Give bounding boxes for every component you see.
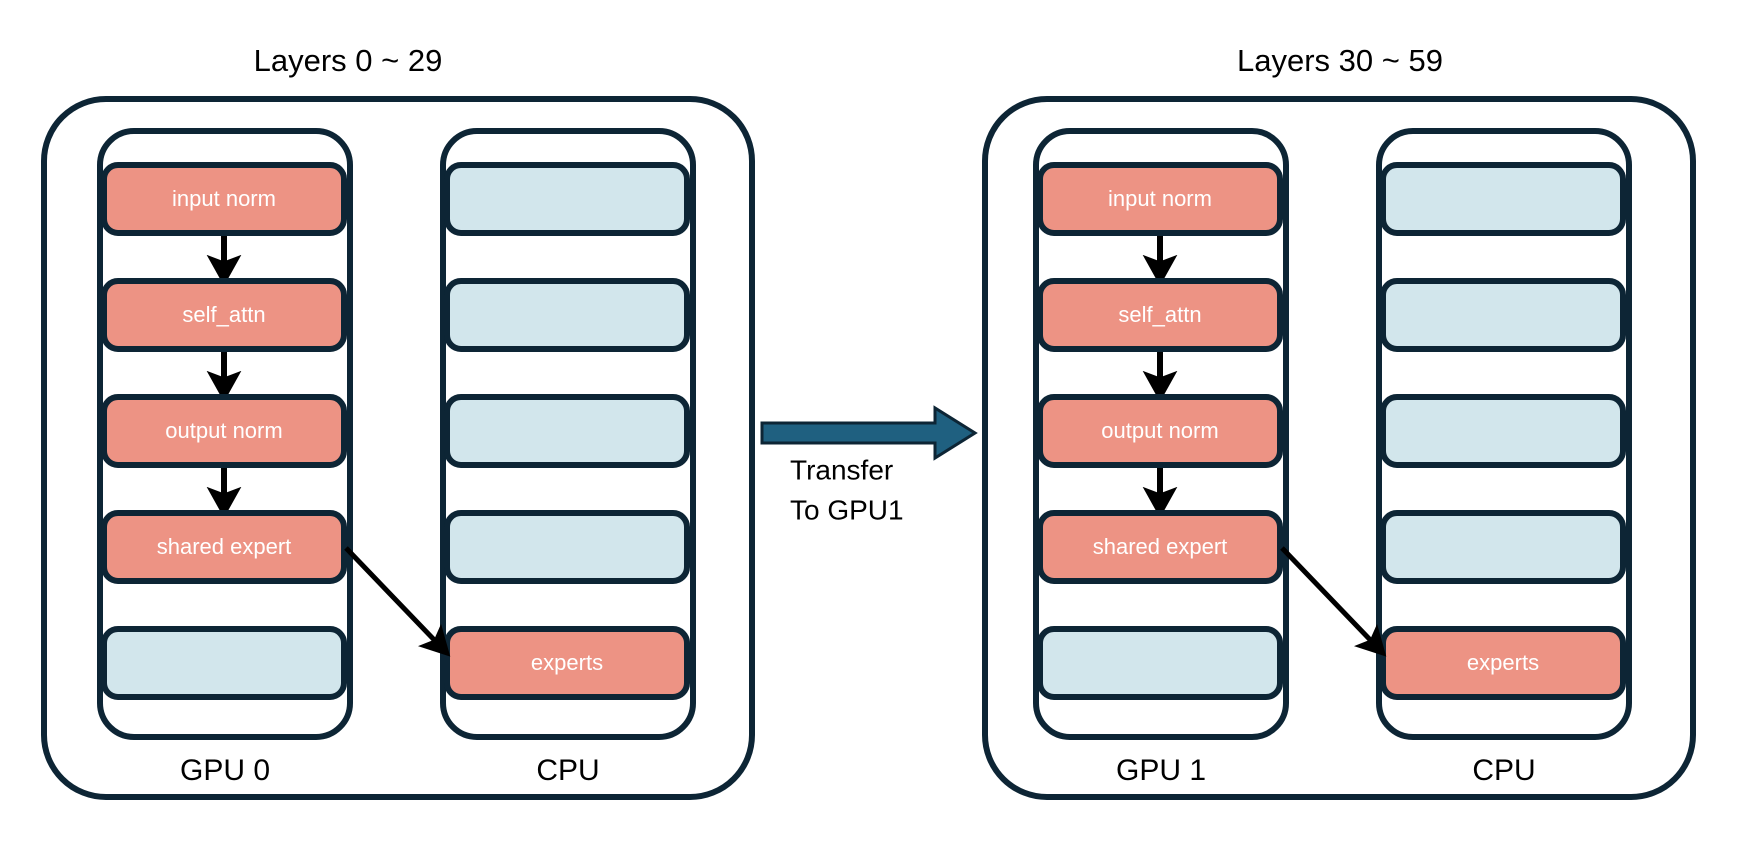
transfer-connector: Transfer To GPU1 <box>760 405 978 525</box>
panel-layers-0-29: Layers 0 ~ 29 input norm self_attn outpu… <box>41 43 755 800</box>
block-output-norm[interactable] <box>1037 394 1283 468</box>
block-empty-cpu-4[interactable] <box>1380 510 1626 584</box>
transfer-label-line2: To GPU1 <box>790 494 904 525</box>
block-self-attn[interactable] <box>101 278 347 352</box>
transfer-arrow-shape <box>760 405 978 461</box>
column-label-cpu: CPU <box>1472 754 1535 787</box>
block-label: experts <box>1467 650 1539 675</box>
block-output-norm[interactable] <box>101 394 347 468</box>
block-label: output norm <box>165 418 282 443</box>
panel-title: Layers 30 ~ 59 <box>1237 43 1443 78</box>
block-label: output norm <box>1101 418 1218 443</box>
block-experts[interactable] <box>1380 626 1626 700</box>
block-label: experts <box>531 650 603 675</box>
block-label: input norm <box>172 186 276 211</box>
block-input-norm[interactable] <box>101 162 347 236</box>
block-experts[interactable] <box>444 626 690 700</box>
block-self-attn[interactable] <box>1037 278 1283 352</box>
block-label: input norm <box>1108 186 1212 211</box>
block-empty-cpu-1[interactable] <box>1380 162 1626 236</box>
block-label: shared expert <box>157 534 292 559</box>
block-label: self_attn <box>1118 302 1201 327</box>
block-label: self_attn <box>182 302 265 327</box>
block-shared-expert[interactable] <box>101 510 347 584</box>
block-empty-cpu-2[interactable] <box>1380 278 1626 352</box>
block-empty-cpu-4[interactable] <box>444 510 690 584</box>
transfer-label-line1: Transfer <box>790 454 893 485</box>
column-label-gpu: GPU 1 <box>1116 754 1206 787</box>
panel-title: Layers 0 ~ 29 <box>254 43 443 78</box>
column-cpu-1: experts CPU <box>1376 128 1632 787</box>
block-label: shared expert <box>1093 534 1228 559</box>
offload-arrow <box>344 546 451 657</box>
offload-arrow <box>1280 546 1387 657</box>
column-gpu-1: input norm self_attn output norm shared … <box>1033 128 1289 787</box>
column-gpu-0: input norm self_attn output norm shared … <box>97 128 353 787</box>
block-shared-expert[interactable] <box>1037 510 1283 584</box>
panel-layers-30-59: Layers 30 ~ 59 input norm self_attn outp… <box>982 43 1696 800</box>
block-input-norm[interactable] <box>1037 162 1283 236</box>
block-empty-gpu[interactable] <box>1037 626 1283 700</box>
block-empty-cpu-3[interactable] <box>444 394 690 468</box>
column-label-gpu: GPU 0 <box>180 754 270 787</box>
block-empty-cpu-3[interactable] <box>1380 394 1626 468</box>
column-cpu-0: experts CPU <box>440 128 696 787</box>
block-empty-cpu-2[interactable] <box>444 278 690 352</box>
block-empty-cpu-1[interactable] <box>444 162 690 236</box>
column-label-cpu: CPU <box>536 754 599 787</box>
block-empty-gpu[interactable] <box>101 626 347 700</box>
